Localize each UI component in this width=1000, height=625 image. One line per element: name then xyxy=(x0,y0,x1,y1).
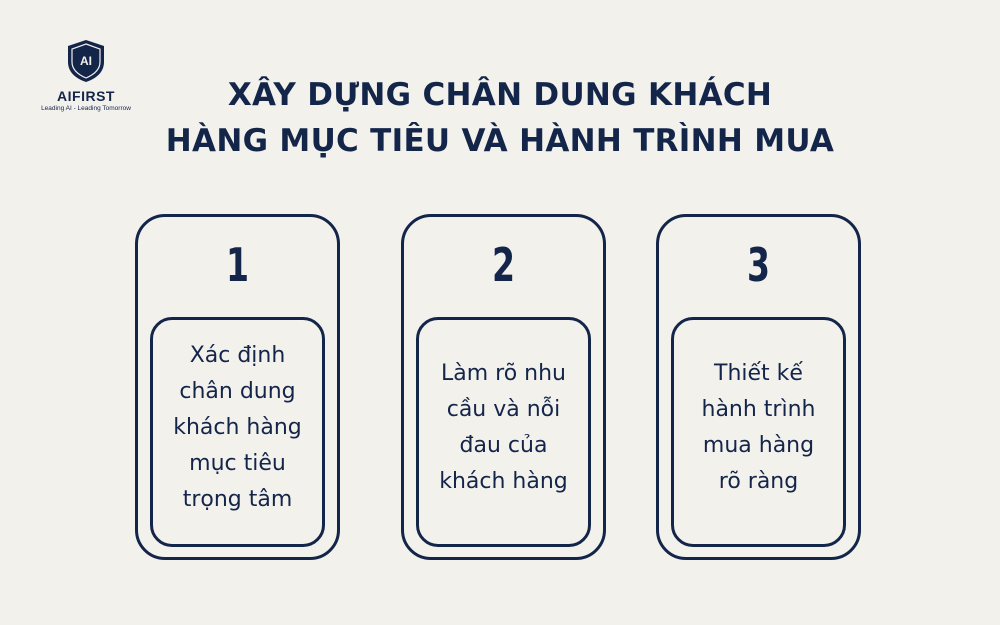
logo-mark: AI xyxy=(80,54,92,68)
step-description-line: khách hàng xyxy=(439,469,568,494)
step-number: 2 xyxy=(491,238,516,292)
step-card-1: 1 Xác định chân dung khách hàng mục tiêu… xyxy=(135,214,340,560)
step-description-line: hành trình xyxy=(701,397,816,422)
title-line-2: HÀNG MỤC TIÊU VÀ HÀNH TRÌNH MUA xyxy=(165,123,835,159)
step-card-2: 2 Làm rõ nhu cầu và nỗi đau của khách hà… xyxy=(401,214,606,560)
step-description-line: trọng tâm xyxy=(182,487,293,512)
step-description-line: Làm rõ nhu xyxy=(440,361,566,386)
step-card-3: 3 Thiết kế hành trình mua hàng rõ ràng xyxy=(656,214,861,560)
logo-tagline: Leading AI - Leading Tomorrow xyxy=(41,105,131,112)
step-description-line: Xác định xyxy=(189,343,286,368)
step-description-line: khách hàng xyxy=(173,415,302,440)
step-description-box: Xác định chân dung khách hàng mục tiêu t… xyxy=(150,317,325,547)
step-description-box: Làm rõ nhu cầu và nỗi đau của khách hàng xyxy=(416,317,591,547)
step-description-line: mục tiêu xyxy=(189,451,286,476)
step-description-line: chân dung xyxy=(179,379,296,404)
step-description-line: rõ ràng xyxy=(718,469,799,494)
step-description-line: cầu và nỗi xyxy=(446,397,561,422)
step-description: Làm rõ nhu cầu và nỗi đau của khách hàng xyxy=(429,356,579,500)
step-number: 1 xyxy=(225,238,250,292)
step-number: 3 xyxy=(746,238,771,292)
step-description-box: Thiết kế hành trình mua hàng rõ ràng xyxy=(671,317,846,547)
logo-name: AIFIRST xyxy=(57,88,115,104)
step-description: Xác định chân dung khách hàng mục tiêu t… xyxy=(163,338,313,518)
step-description-line: mua hàng xyxy=(702,433,815,458)
step-description-line: đau của xyxy=(459,433,548,458)
brand-logo: AI AIFIRST Leading AI - Leading Tomorrow xyxy=(28,38,144,113)
title-line-1: XÂY DỰNG CHÂN DUNG KHÁCH xyxy=(227,77,773,113)
shield-logo-icon: AI xyxy=(68,40,104,82)
step-description-line: Thiết kế xyxy=(714,361,803,386)
step-description: Thiết kế hành trình mua hàng rõ ràng xyxy=(684,356,834,500)
page-title: XÂY DỰNG CHÂN DUNG KHÁCH HÀNG MỤC TIÊU V… xyxy=(150,72,850,164)
